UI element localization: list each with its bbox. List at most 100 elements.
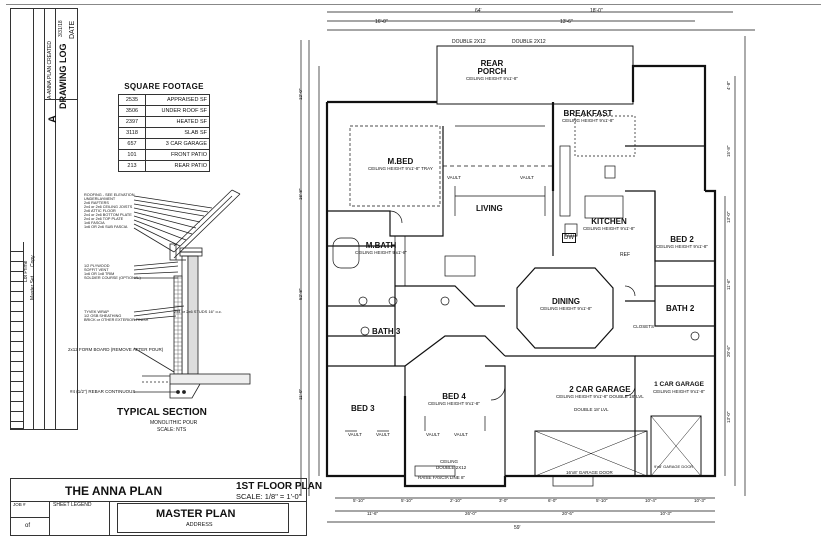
dimension-label: 10'-4" bbox=[645, 498, 657, 503]
room-name: REAR PORCH bbox=[477, 59, 507, 76]
overall-top-dim-b: 18'-0" bbox=[590, 8, 603, 14]
log-divider bbox=[33, 9, 34, 429]
room-name: M.BATH bbox=[365, 241, 397, 250]
room-note: CEILING HEIGHT 9'x1'-8" bbox=[653, 388, 705, 394]
revision-column bbox=[10, 242, 24, 429]
section-note: 2x6 RAFTERS bbox=[84, 201, 109, 205]
drawing-log: DRAWING LOG DATE A A-ANNA PLAN CREATED 3… bbox=[10, 8, 78, 430]
dimension-label: 16'-8" bbox=[298, 188, 303, 200]
dimension-label: 12'-0" bbox=[298, 88, 303, 100]
room-name: 1 CAR GARAGE bbox=[654, 381, 704, 388]
room-name: BATH 3 bbox=[372, 327, 401, 336]
dimension-label: 20'-6" bbox=[562, 511, 574, 516]
plan-scale: SCALE: 1/8" = 1'-0" bbox=[236, 492, 302, 501]
dimension-label: 15'-8" bbox=[726, 145, 731, 157]
log-divider bbox=[44, 9, 45, 429]
rebar-note: #4 (1/2") REBAR CONTINUOUS bbox=[70, 389, 136, 394]
dimension-label: 3'-0" bbox=[499, 498, 508, 503]
room-bath-3: BATH 3 bbox=[372, 328, 400, 336]
typical-section-drawing bbox=[133, 189, 251, 399]
dimension-label: 52'-8" bbox=[298, 288, 303, 300]
sheet-letter: A bbox=[47, 115, 59, 123]
room-living: LIVING bbox=[476, 205, 503, 213]
vault-label-bed4: VAULT bbox=[426, 432, 440, 437]
room-name: DINING bbox=[552, 297, 580, 306]
raise-fascia-note: RAISE FASCIA LINE 8" bbox=[418, 475, 466, 480]
garage-door-label-b: 9'x8' GARAGE DOOR bbox=[654, 464, 694, 469]
room-name: LIVING bbox=[476, 204, 503, 213]
double-lvl-label: DOUBLE 18' LVL bbox=[574, 407, 609, 412]
sheet-info: A-ANNA PLAN CREATED bbox=[47, 41, 53, 99]
room-note: CEILING HEIGHT 9'x1'-8" bbox=[466, 76, 518, 81]
section-note: 1x6 OR 1x8 TRIM bbox=[84, 272, 115, 276]
sqft-value: 657 bbox=[118, 138, 146, 150]
divider bbox=[11, 517, 49, 518]
double-2x12-bottom: DOUBLE 2X12 bbox=[436, 465, 467, 470]
dimension-label: 13'-0" bbox=[726, 211, 731, 223]
section-title: TYPICAL SECTION bbox=[117, 407, 207, 418]
section-note: TYVEK WRAP bbox=[84, 310, 109, 314]
room-name: BED 2 bbox=[670, 235, 694, 244]
vault-label-bed3-b: VAULT bbox=[376, 432, 390, 437]
sqft-value: 213 bbox=[118, 160, 146, 172]
sqft-value: 2535 bbox=[118, 94, 146, 106]
sqft-value: 3118 bbox=[118, 127, 146, 139]
dimension-label: 10'-3" bbox=[660, 511, 672, 516]
section-note: 2x4 or 2x6 CEILING JOISTS bbox=[84, 205, 133, 209]
sqft-label: APPRAISED SF bbox=[145, 94, 210, 106]
dimension-label: 6'-0" bbox=[548, 498, 557, 503]
dimension-label: 10'-3" bbox=[694, 498, 706, 503]
dim-top-2: 13'-6" bbox=[560, 19, 573, 25]
sqft-label: UNDER ROOF SF bbox=[145, 105, 210, 117]
room-name: 2 CAR GARAGE bbox=[569, 385, 631, 394]
dimension-label: 2'-10" bbox=[450, 498, 462, 503]
ceiling-label: CEILING bbox=[440, 459, 459, 464]
title-block: THE ANNA PLAN JOB # of SHEET LEGEND MAST… bbox=[10, 478, 307, 536]
stud-note: 2x4 or 2x6 STUDS 16" o.c. bbox=[174, 309, 222, 314]
refrigerator-label: REF bbox=[620, 252, 630, 258]
room-name: BATH 2 bbox=[666, 304, 695, 313]
dimension-label: 4'-8" bbox=[726, 81, 731, 90]
section-note: SOFFIT VENT bbox=[84, 268, 109, 272]
vault-label-bed4-b: VAULT bbox=[454, 432, 468, 437]
log-divider bbox=[55, 9, 56, 429]
log-header bbox=[44, 9, 77, 100]
date-label: DATE bbox=[69, 20, 76, 39]
sqft-label: FRONT PATIO bbox=[145, 149, 210, 161]
dimension-label: 11'-6" bbox=[726, 278, 731, 290]
sqft-value: 2397 bbox=[118, 116, 146, 128]
room-note: CEILING HEIGHT 9'x1'-8" bbox=[583, 226, 635, 231]
room-note: CEILING HEIGHT 9'x1'-8" TRAY bbox=[368, 166, 433, 171]
copy-label: Copy bbox=[30, 255, 36, 267]
section-note: 1x6 OR 2x6 SUB FASCIA bbox=[84, 225, 128, 229]
room-name: BED 4 bbox=[442, 392, 466, 401]
dimension-label: 5'-10" bbox=[353, 498, 365, 503]
sqft-label: HEATED SF bbox=[145, 116, 210, 128]
room-name: BREAKFAST bbox=[563, 109, 613, 118]
garage-door-label: 16'x8' GARAGE DOOR bbox=[566, 470, 613, 475]
drawing-log-heading: DRAWING LOG bbox=[58, 43, 68, 110]
square-footage-title: SQUARE FOOTAGE bbox=[124, 82, 204, 91]
dimension-label: 11'-6" bbox=[367, 511, 379, 516]
room-note: CEILING HEIGHT 9'x1'-8" bbox=[540, 306, 592, 311]
form-board-note: 2x12 FORM BOARD (REMOVE AFTER POUR) bbox=[68, 347, 164, 352]
master-set-label: Master Set bbox=[30, 275, 36, 300]
right-dims-col: 4'-8"15'-8"13'-0"11'-6"20'-6"13'-0" bbox=[726, 70, 744, 470]
master-plan-box: MASTER PLAN ADDRESS bbox=[117, 503, 289, 533]
sheet-legend: SHEET LEGEND bbox=[53, 502, 92, 508]
double-2x12-top: DOUBLE 2X12 bbox=[452, 39, 486, 45]
sqft-label: SLAB SF bbox=[145, 127, 210, 139]
